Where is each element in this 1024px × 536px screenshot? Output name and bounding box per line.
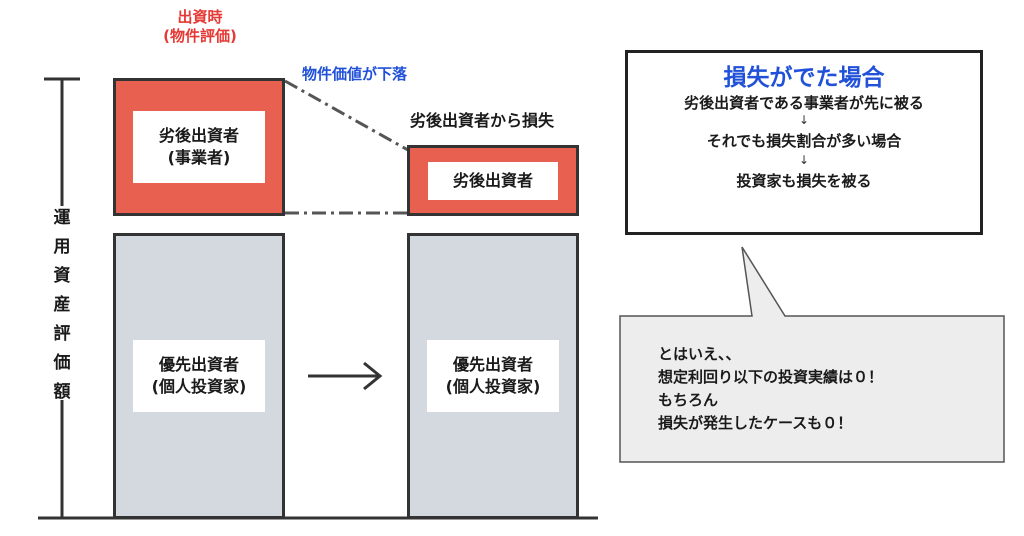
right-subordinate-block: 劣後出資者 xyxy=(407,145,579,216)
bubble-line-1: とはいえ、、 xyxy=(658,345,741,363)
info-line-3: 投資家も損失を被る xyxy=(736,172,872,190)
loss-info-box: 損失がでた場合 劣後出資者である事業者が先に被る ↓ それでも損失割合が多い場合… xyxy=(625,50,983,235)
bubble-text: とはいえ、、 想定利回り以下の投資実績は０！ もちろん 損失が発生したケースも０… xyxy=(658,343,988,435)
down-arrow-icon: ↓ xyxy=(798,113,810,127)
right-priority-line1: 優先出資者 xyxy=(452,355,533,374)
speech-bubble-shape xyxy=(619,246,1005,463)
bubble-line-2: 想定利回り以下の投資実績は０！ xyxy=(658,368,884,386)
left-subordinate-line1: 劣後出資者 xyxy=(158,126,239,145)
axis-char: 用 xyxy=(53,237,71,257)
axis-char: 価 xyxy=(53,353,71,373)
at-investment-label: 出資時 (物件評価) xyxy=(140,8,260,46)
at-investment-line1: 出資時 xyxy=(177,8,223,26)
down-arrow-icon: ↓ xyxy=(798,153,810,167)
price-drop-label: 物件価値が下落 xyxy=(302,65,408,83)
right-priority-label: 優先出資者 (個人投資家) xyxy=(427,340,559,412)
axis-char: 額 xyxy=(53,382,71,402)
axis-label: 運 用 資 産 評 価 額 xyxy=(50,204,74,407)
left-subordinate-line2: (事業者) xyxy=(167,148,231,167)
left-subordinate-label: 劣後出資者 (事業者) xyxy=(133,111,265,183)
arrow-icon xyxy=(308,361,383,391)
left-priority-line1: 優先出資者 xyxy=(158,355,239,374)
axis-char: 評 xyxy=(53,324,71,344)
right-priority-line2: (個人投資家) xyxy=(445,377,541,396)
bubble-line-3: もちろん xyxy=(658,391,719,409)
left-subordinate-block: 劣後出資者 (事業者) xyxy=(113,78,285,216)
dashed-connector-top xyxy=(284,79,409,152)
axis-char: 産 xyxy=(53,295,71,315)
left-priority-label: 優先出資者 (個人投資家) xyxy=(133,340,265,412)
axis-char: 資 xyxy=(53,266,71,286)
left-priority-block: 優先出資者 (個人投資家) xyxy=(113,233,285,519)
loss-from-subordinate-label: 劣後出資者から損失 xyxy=(410,111,555,130)
right-subordinate-label: 劣後出資者 xyxy=(428,161,558,200)
info-title: 損失がでた場合 xyxy=(723,65,885,91)
info-line-1: 劣後出資者である事業者が先に被る xyxy=(684,94,924,112)
axis-char: 運 xyxy=(53,208,71,228)
right-priority-block: 優先出資者 (個人投資家) xyxy=(407,233,579,519)
info-line-2: それでも損失割合が多い場合 xyxy=(706,132,902,150)
at-investment-line2: (物件評価) xyxy=(163,27,237,45)
left-priority-line2: (個人投資家) xyxy=(151,377,247,396)
bubble-line-4: 損失が発生したケースも０！ xyxy=(658,414,853,432)
